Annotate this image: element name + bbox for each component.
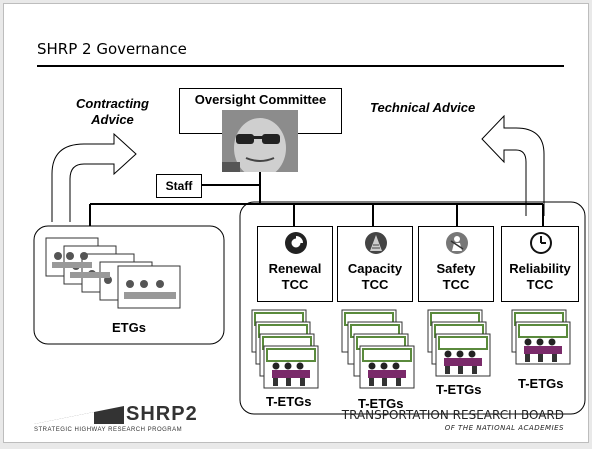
contracting-advice-line1: Contracting: [76, 96, 149, 111]
contracting-arrow: [51, 132, 137, 222]
slide: SHRP 2 Governance: [3, 3, 589, 443]
portrait-photo: [222, 110, 298, 172]
trb-sub: OF THE NATIONAL ACADEMIES: [444, 424, 564, 432]
renewal-tcc-line1: Renewal: [268, 261, 322, 276]
etgs-label: ETGs: [112, 320, 146, 335]
safety-icon: [446, 232, 468, 254]
safety-tetgs-label: T-ETGs: [436, 382, 482, 397]
clock-icon: [530, 232, 552, 254]
etg-photo-stack: [45, 237, 181, 309]
reliability-tcc-line2: TCC: [526, 277, 554, 292]
shrp2-logo-text: SHRP2: [126, 403, 198, 425]
staff-box: Staff: [156, 174, 202, 198]
safety-tcc-line1: Safety: [436, 261, 476, 276]
safety-tcc-line2: TCC: [442, 277, 470, 292]
diagram-canvas: [33, 65, 586, 415]
shrp2-swoosh-icon: [34, 406, 124, 424]
slide-title: SHRP 2 Governance: [37, 40, 187, 58]
renewal-tetgs-label: T-ETGs: [266, 394, 312, 409]
reliability-tcc-line1: Reliability: [509, 261, 571, 276]
renewal-tcc-line2: TCC: [281, 277, 309, 292]
contracting-advice-label: Contracting Advice: [76, 96, 149, 128]
capacity-tcc-line1: Capacity: [347, 261, 403, 276]
technical-advice-label: Technical Advice: [370, 100, 476, 115]
reliability-tetgs-label: T-ETGs: [518, 376, 564, 391]
technical-arrow: [481, 114, 545, 216]
contracting-advice-line2: Advice: [91, 112, 134, 127]
trb-name: TRANSPORTATION RESEARCH BOARD: [341, 408, 564, 422]
shrp2-logo-sub: STRATEGIC HIGHWAY RESEARCH PROGRAM: [34, 427, 183, 433]
capacity-tetgs-label: T-ETGs: [358, 396, 404, 411]
capacity-icon: [365, 232, 387, 254]
tcc-container: [239, 201, 586, 415]
capacity-tcc-line2: TCC: [361, 277, 389, 292]
oversight-label: Oversight Committee: [194, 92, 327, 107]
renewal-icon: [285, 232, 307, 254]
